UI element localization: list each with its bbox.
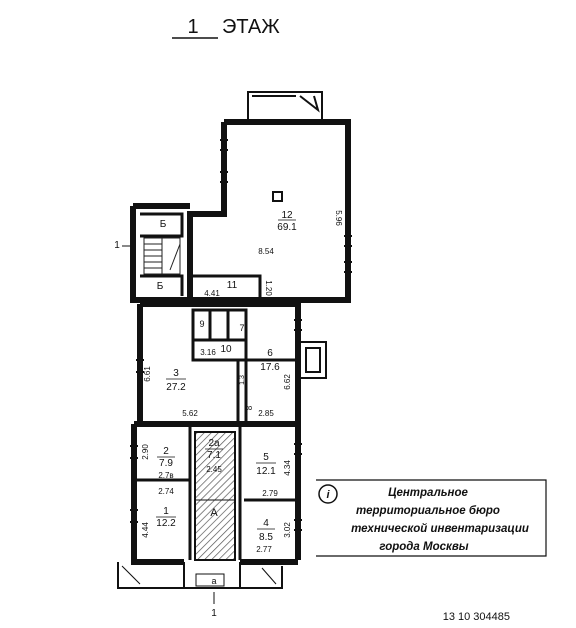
dim-5-62: 5.62 <box>182 409 198 418</box>
porch-top <box>247 91 323 123</box>
entry-a-letter: а <box>211 576 216 586</box>
document-number: 13 10 304485 <box>443 611 510 623</box>
dim-1-20: 1.20 <box>264 280 273 296</box>
stamp-line-1: Центральное <box>388 487 468 499</box>
section-mark-bottom: 1 <box>211 608 217 619</box>
dim-2-74: 2.74 <box>158 487 174 496</box>
windows <box>130 139 352 531</box>
dim-3-16: 3.16 <box>200 348 216 357</box>
porch-right <box>299 341 327 379</box>
room-11-number: 11 <box>227 280 238 291</box>
room-5-area: 12.1 <box>256 466 276 477</box>
section-mark-left: 1 <box>114 240 120 251</box>
room-3-number: 3 <box>173 368 179 379</box>
porch-bottom <box>117 562 283 589</box>
floor-title: 1 ЭТАЖ <box>172 16 280 39</box>
dim-4-41: 4.41 <box>204 289 220 298</box>
stair-b <box>143 237 181 275</box>
dim-2-77: 2.77 <box>256 545 272 554</box>
interior-walls <box>137 212 298 560</box>
room-2-area: 7.9 <box>159 458 173 469</box>
stair-2a-hatch <box>194 431 236 561</box>
room-7-number: 7 <box>239 323 244 333</box>
dim-6-62: 6.62 <box>283 374 292 390</box>
room-12-area: 69.1 <box>277 222 297 233</box>
room-1-area: 12.2 <box>156 518 176 529</box>
dim-2-90: 2.90 <box>141 444 150 460</box>
room-6-area: 17.6 <box>260 362 280 373</box>
room-5-number: 5 <box>263 452 269 463</box>
bti-emblem-icon <box>318 484 338 504</box>
room-12-number: 12 <box>281 210 293 221</box>
dim-2-78: 2.7в <box>158 471 173 480</box>
floor-label: ЭТАЖ <box>222 16 280 38</box>
dimension-labels: 5.96 8.54 4.41 1.20 3.16 6.61 6.62 5.62 … <box>141 210 343 554</box>
dim-6-61: 6.61 <box>143 366 152 382</box>
room-8-number: 8 <box>245 405 254 410</box>
stamp-line-2: территориальное бюро <box>356 505 500 517</box>
room-9-number: 9 <box>199 319 204 329</box>
room-2a-area: 7.1 <box>207 450 221 461</box>
room-10-number: 10 <box>220 344 232 355</box>
room-1-number: 1 <box>163 506 169 517</box>
stamp-emblem: i <box>326 489 330 501</box>
dim-1-3: 1.3 <box>239 375 246 385</box>
room-2a-number: 2а <box>208 438 220 449</box>
dim-5-96: 5.96 <box>334 210 343 226</box>
stair-a-letter: А <box>210 507 218 519</box>
section-marks <box>122 245 215 604</box>
dim-3-02: 3.02 <box>283 522 292 538</box>
stamp-line-3: технической инвентаризации <box>351 523 529 535</box>
dim-2-85: 2.85 <box>258 409 274 418</box>
room-4-area: 8.5 <box>259 532 273 543</box>
room-4-number: 4 <box>263 518 269 529</box>
room-3-area: 27.2 <box>166 382 186 393</box>
stamp-line-4: города Москвы <box>379 541 468 553</box>
dim-4-44: 4.44 <box>141 522 150 538</box>
stair-b-letter-lower: Б <box>157 281 164 292</box>
room-6-number: 6 <box>267 348 273 359</box>
stair-b-letter: Б <box>160 219 167 230</box>
column-icon <box>272 191 283 202</box>
room-2-number: 2 <box>163 446 169 457</box>
dim-4-34: 4.34 <box>283 460 292 476</box>
floor-number: 1 <box>187 16 198 38</box>
dim-2-79: 2.79 <box>262 489 278 498</box>
room-labels: 12 69.1 Б Б 11 9 7 10 6 17.6 3 27.2 8 2 … <box>156 210 297 586</box>
dim-8-54: 8.54 <box>258 247 274 256</box>
dim-2-45: 2.45 <box>206 465 222 474</box>
bti-stamp: i Центральное территориальное бюро техни… <box>316 479 547 557</box>
